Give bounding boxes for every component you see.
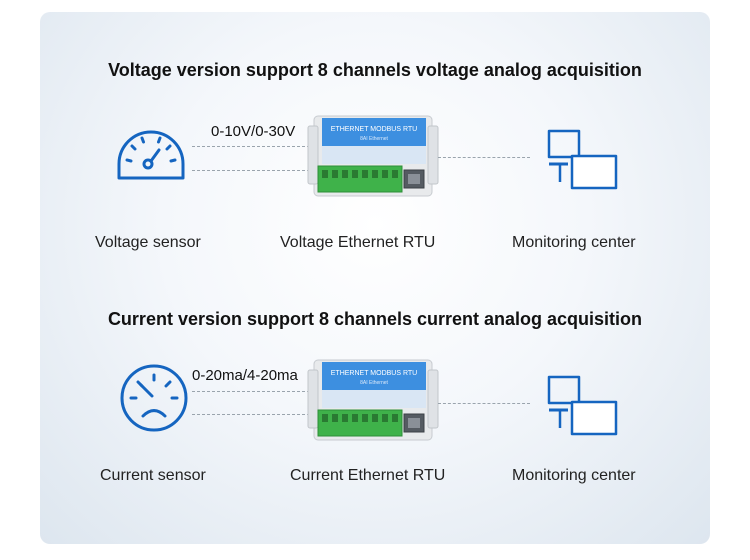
current-rtu-label: Current Ethernet RTU [290, 467, 446, 484]
device-header-text: ETHERNET MODBUS RTU [331, 370, 417, 377]
current-center-label: Monitoring center [512, 467, 636, 484]
current-section-title: Current version support 8 channels curre… [107, 309, 643, 329]
network-line [438, 403, 530, 404]
monitoring-screens-icon [547, 375, 618, 436]
current-sensor-label: Current sensor [100, 467, 206, 484]
device-sub-text: 8AI Ethernet [360, 380, 388, 386]
voltage-rtu-label: Voltage Ethernet RTU [280, 234, 436, 251]
device-header-text: ETHERNET MODBUS RTU [331, 126, 417, 133]
signal-line [192, 170, 310, 171]
signal-line [192, 391, 310, 392]
voltage-rtu-device: ETHERNET MODBUS RTU 8AI Ethernet [307, 115, 439, 197]
voltage-center-label: Monitoring center [512, 234, 636, 251]
voltage-range-label: 0-10V/0-30V [211, 123, 296, 140]
speedometer-icon [117, 130, 185, 180]
monitoring-screens-icon [547, 129, 618, 190]
signal-line [192, 414, 310, 415]
current-range-label: 0-20ma/4-20ma [192, 367, 298, 384]
network-line [438, 157, 530, 158]
voltage-sensor-label: Voltage sensor [95, 234, 201, 251]
device-sub-text: 8AI Ethernet [360, 136, 388, 142]
voltage-section-title: Voltage version support 8 channels volta… [108, 60, 642, 80]
current-rtu-device: ETHERNET MODBUS RTU 8AI Ethernet [307, 359, 439, 441]
background-card [40, 12, 710, 544]
signal-line [192, 146, 310, 147]
gauge-face-icon [120, 364, 188, 432]
